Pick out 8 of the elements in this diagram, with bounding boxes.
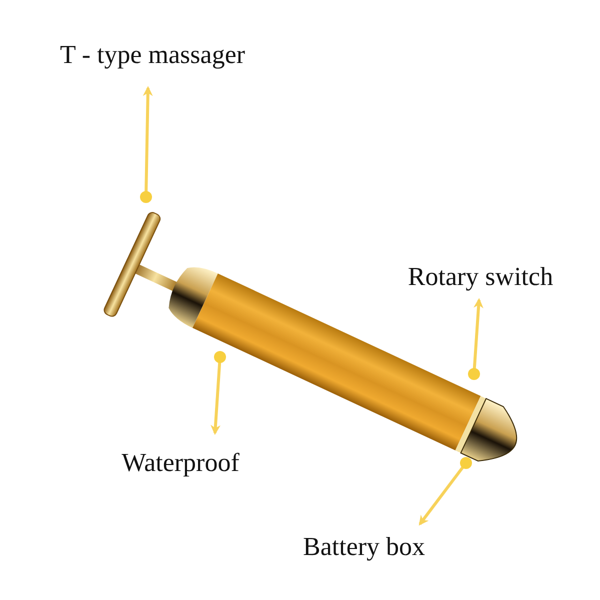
leader-arrow — [468, 298, 484, 380]
part-label: T - type massager — [45, 38, 260, 88]
leader-arrow — [140, 86, 153, 203]
leader-arrow — [418, 457, 472, 526]
part-label: Battery box — [280, 524, 448, 566]
part-label: Waterproof — [98, 433, 263, 480]
leader-arrow — [210, 351, 226, 435]
part-label: Rotary switch — [398, 262, 563, 300]
